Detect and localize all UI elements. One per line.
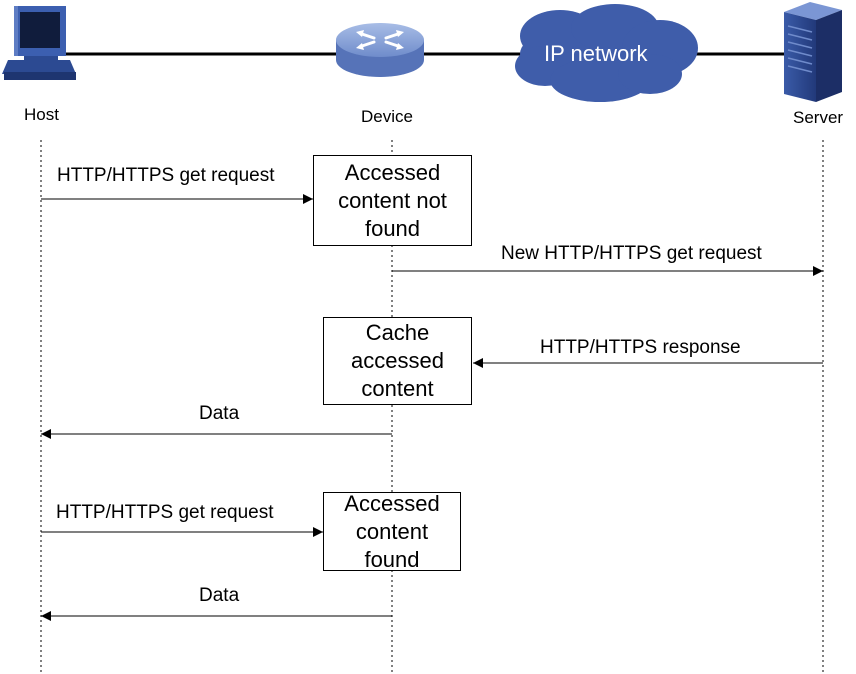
label-get-request-1: HTTP/HTTPS get request — [57, 165, 275, 186]
label-new-get-request: New HTTP/HTTPS get request — [501, 243, 762, 264]
label-data-2: Data — [199, 585, 240, 606]
cloud-label: IP network — [544, 41, 648, 66]
server-icon — [784, 2, 842, 102]
host-label: Host — [24, 105, 59, 124]
box-content-found-text: Accessed content found — [344, 490, 440, 572]
box-cache-content-text: Cache accessed content — [351, 320, 444, 401]
device-router-icon — [336, 23, 424, 77]
label-get-request-2: HTTP/HTTPS get request — [56, 502, 274, 523]
box-content-not-found: Accessed content not found — [313, 155, 472, 246]
box-content-not-found-text: Accessed content not found — [338, 159, 447, 241]
ip-network-cloud — [515, 4, 698, 102]
server-label: Server — [793, 108, 844, 127]
box-content-found: Accessed content found — [323, 490, 461, 572]
host-computer-icon — [2, 6, 76, 80]
box-cache-content: Cache accessed content — [323, 317, 472, 405]
label-response: HTTP/HTTPS response — [540, 337, 741, 358]
label-data-1: Data — [199, 403, 240, 424]
device-label: Device — [361, 107, 413, 126]
